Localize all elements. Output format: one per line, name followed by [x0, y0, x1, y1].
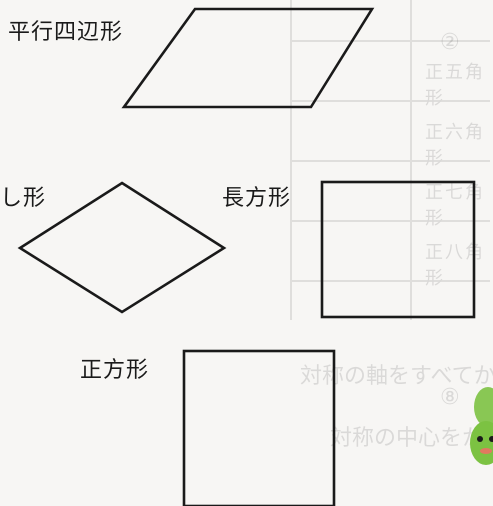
parallelogram-shape — [121, 7, 375, 109]
ghost-mark: ⑧ — [440, 385, 460, 410]
rhombus-label: し形 — [0, 186, 47, 211]
ghost-table-divider — [410, 0, 412, 320]
ghost-instruction: 対称の軸をすべてかきましょう。 — [300, 364, 493, 389]
square-label: 正方形 — [80, 358, 150, 383]
ghost-table-rule — [290, 280, 490, 282]
square-shape — [182, 349, 336, 506]
ghost-table-cell: 正八角形 — [425, 242, 485, 289]
rectangle-shape — [320, 180, 476, 319]
parallelogram-label: 平行四辺形 — [8, 20, 124, 45]
ghost-table-cell: 正五角形 — [425, 62, 485, 109]
rhombus-shape — [17, 181, 227, 314]
ghost-table-border — [290, 0, 292, 320]
rectangle-label: 長方形 — [222, 186, 292, 211]
ghost-table: 正五角形 正六角形 正七角形 正八角形 — [290, 0, 493, 320]
ghost-table-rule — [290, 160, 490, 162]
ghost-table-cell: 正七角形 — [425, 182, 485, 229]
mascot-illustration — [470, 387, 493, 465]
ghost-instruction: 対称の中心をかきましょう。 — [330, 426, 493, 451]
ghost-mark: ② — [440, 30, 460, 55]
ghost-table-rule — [290, 100, 490, 102]
ghost-table-rule — [290, 220, 490, 222]
ghost-table-rule — [290, 40, 490, 42]
ghost-table-cell: 正六角形 — [425, 122, 485, 169]
